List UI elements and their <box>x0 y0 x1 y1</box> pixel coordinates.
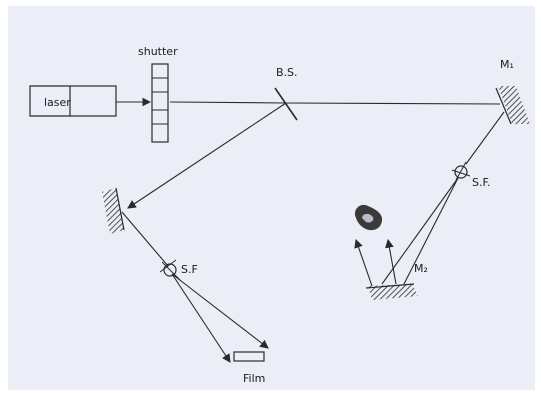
beam-m2-to-object-2 <box>385 238 397 285</box>
mirror-m1: M₁ <box>495 58 530 125</box>
beam-bs-to-m1 <box>285 102 501 105</box>
beam-splitter: B.S. <box>274 66 298 121</box>
beam-sf-to-m2-b <box>403 177 459 285</box>
film: Film <box>233 351 265 385</box>
film-label: Film <box>243 372 265 385</box>
beam-sf-to-m2-a <box>381 177 459 285</box>
spatial-filter-right: S.F. <box>451 161 491 189</box>
laser-label: laser <box>44 96 71 109</box>
shutter: shutter <box>138 45 178 143</box>
spatial-filter-right-label: S.F. <box>472 176 491 189</box>
spatial-filter-left-label: S.F <box>181 263 198 276</box>
shutter-label: shutter <box>138 45 178 58</box>
laser: laser <box>29 85 117 117</box>
beam-m2-to-object-1 <box>354 238 373 287</box>
beam-left-mirror-to-sf <box>121 211 169 267</box>
beam-shutter-to-bs <box>169 101 287 104</box>
beam-sf-to-film-2 <box>171 273 269 349</box>
mirror-m2-label: M₂ <box>414 262 428 275</box>
mirror-m1-label: M₁ <box>500 58 514 71</box>
beam-sf-to-film-1 <box>171 273 231 363</box>
beam-bs-to-left-mirror <box>127 102 287 209</box>
mirror-left <box>102 187 125 234</box>
spatial-filter-left: S.F <box>159 259 198 281</box>
beam-splitter-label: B.S. <box>276 66 298 79</box>
object <box>354 204 383 231</box>
paper-background <box>8 6 535 390</box>
beam-m1-to-sf <box>465 111 505 165</box>
mirror-m2: M₂ <box>365 262 428 300</box>
